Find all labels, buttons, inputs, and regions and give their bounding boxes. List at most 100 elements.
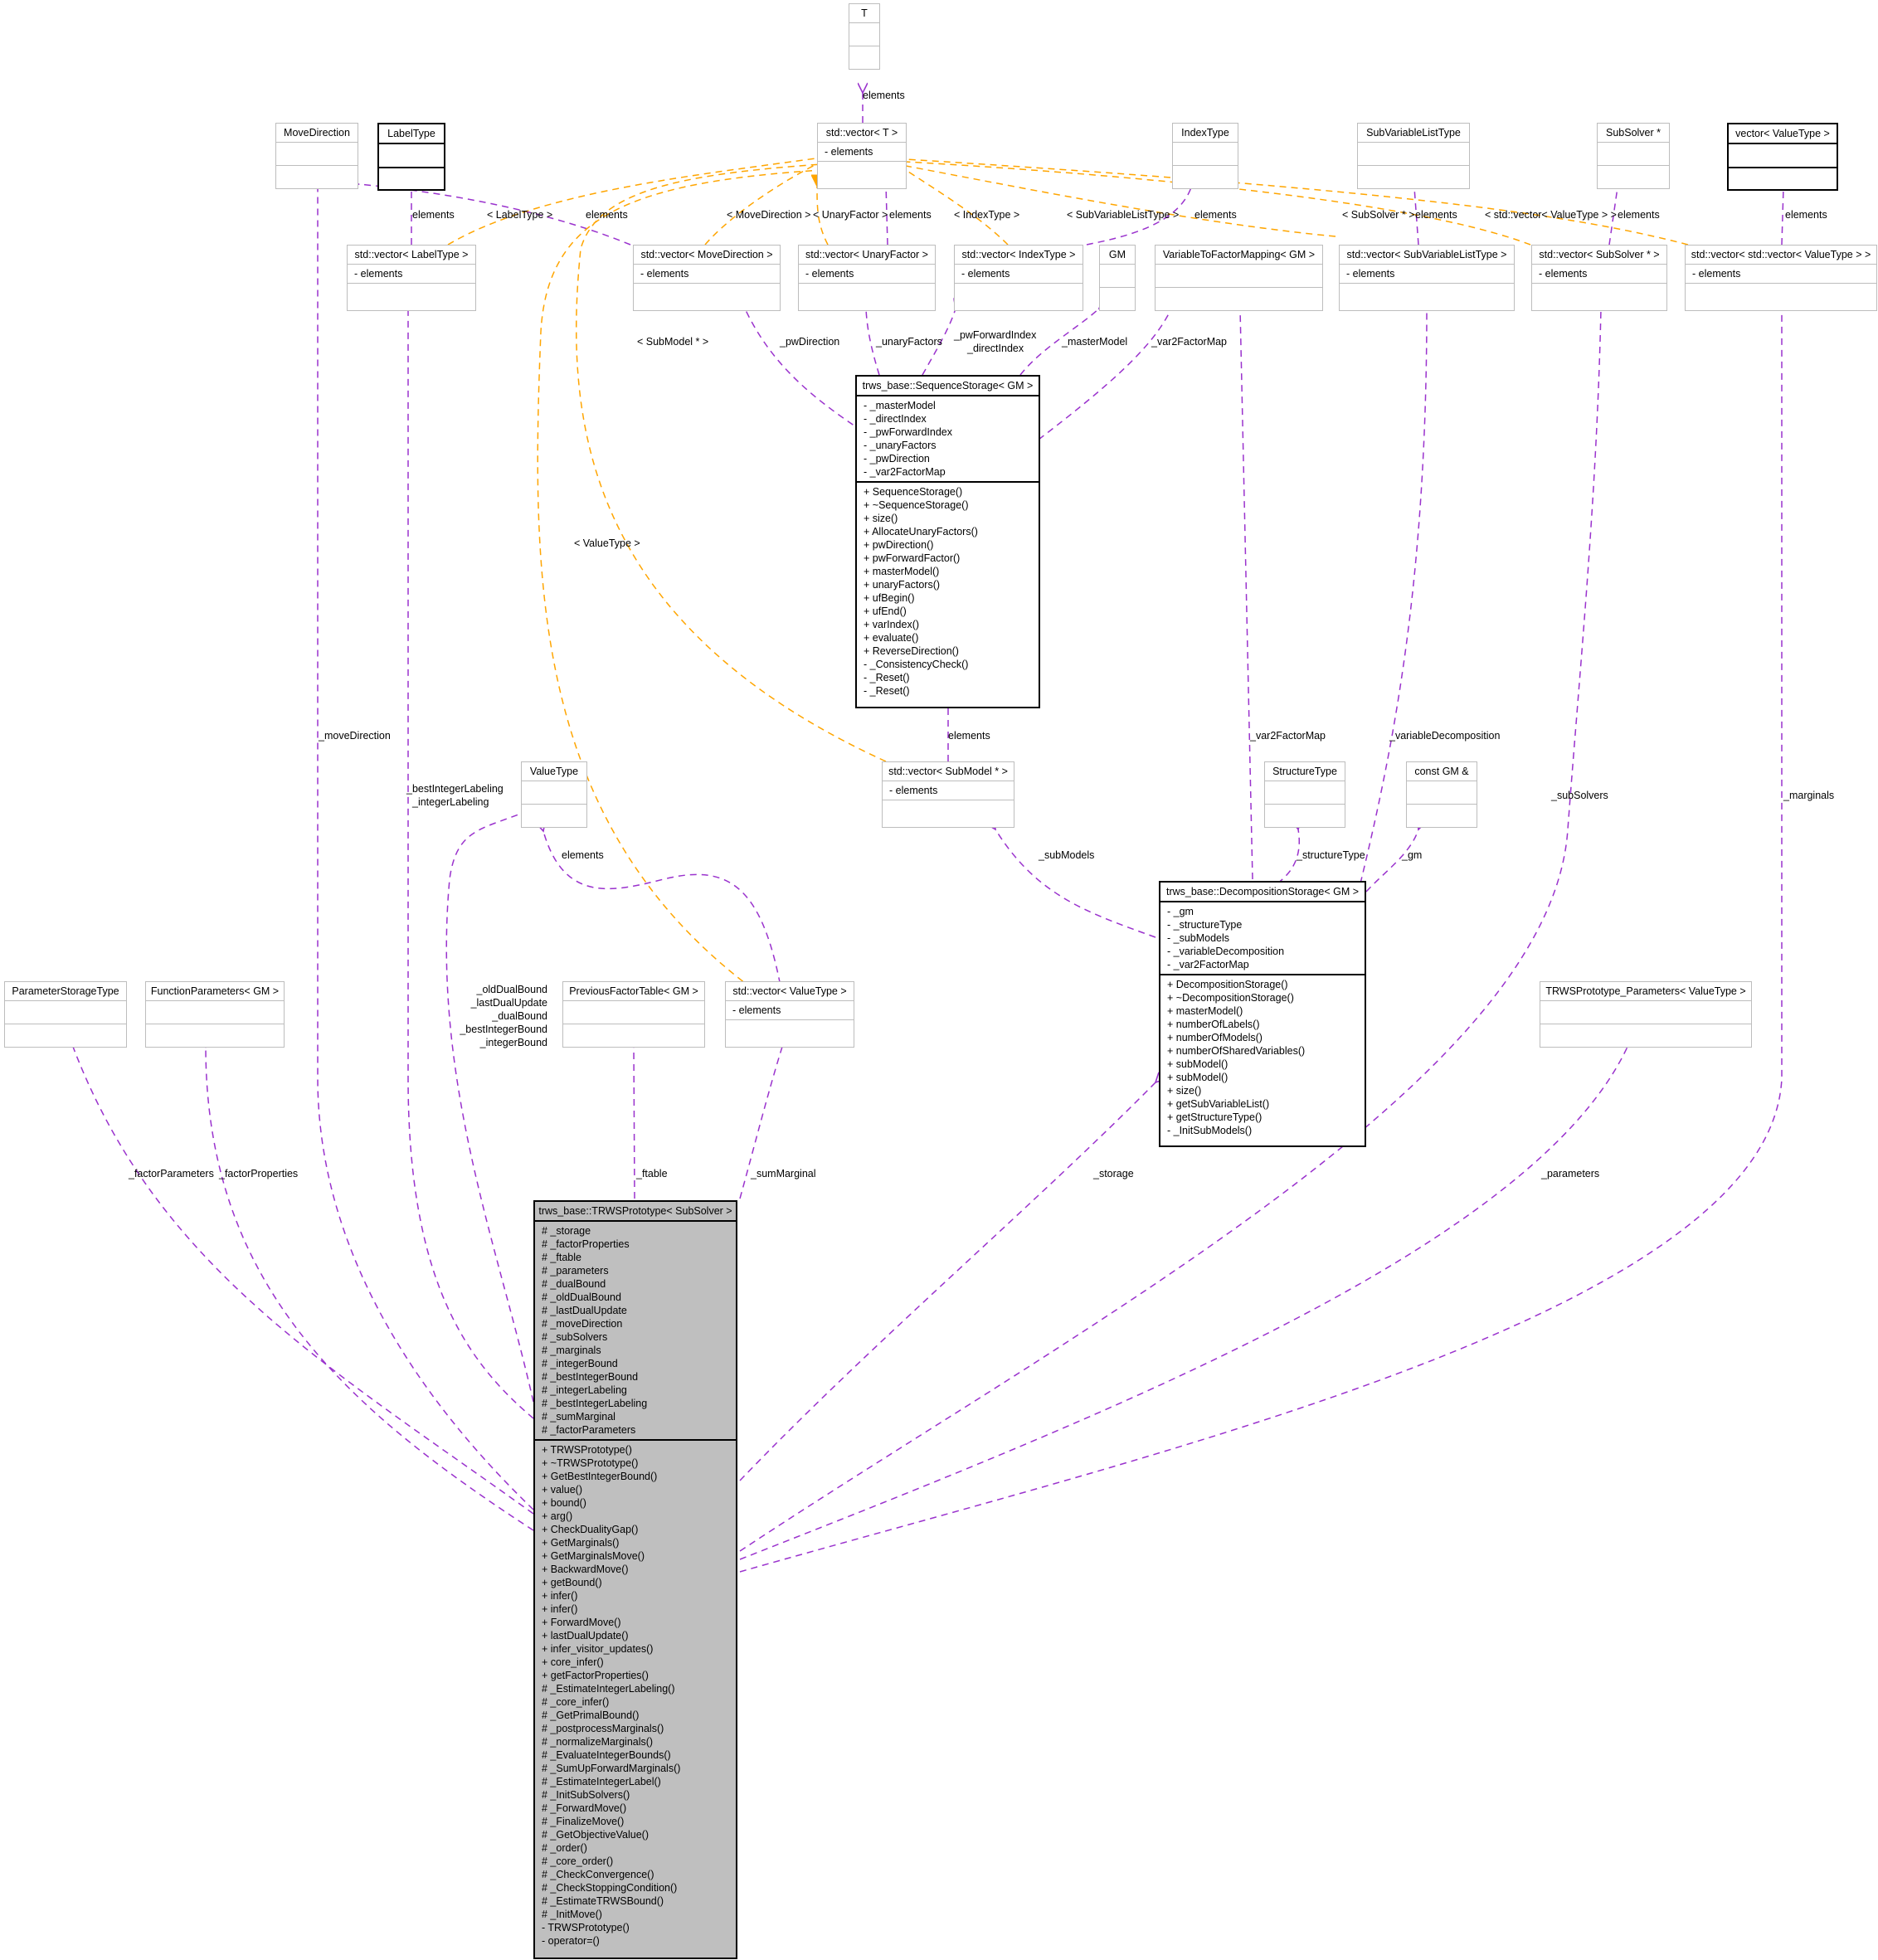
edge-pwDirection xyxy=(745,309,864,432)
edge-label: < SubModel * > xyxy=(637,336,709,348)
edge-label: elements xyxy=(1415,209,1457,221)
class-StructureType[interactable]: StructureType xyxy=(1264,761,1345,828)
class-const-GM-ref[interactable]: const GM & xyxy=(1406,761,1477,828)
class-std-vector-SubModel-ptr[interactable]: std::vector< SubModel * > - elements xyxy=(882,761,1014,828)
edge-label: < IndexType > xyxy=(954,209,1020,221)
edge-label: elements xyxy=(1618,209,1660,221)
edge-vectorValueType-elements xyxy=(1782,187,1783,246)
edge-tpl-MoveDirection xyxy=(704,162,821,246)
edge-tpl-LabelType xyxy=(447,158,821,246)
edge-label: _moveDirection xyxy=(319,730,391,742)
edge-SubVariableListType-elements xyxy=(1414,187,1418,246)
attribute-list: - _gm - _structureType - _subModels - _v… xyxy=(1160,901,1365,974)
class-TRWSPrototype-Parameters[interactable]: TRWSPrototype_Parameters< ValueType > xyxy=(1540,981,1752,1048)
class-PreviousFactorTable[interactable]: PreviousFactorTable< GM > xyxy=(562,981,705,1048)
class-std-vector-IndexType[interactable]: std::vector< IndexType > - elements xyxy=(954,245,1083,311)
edge-gm xyxy=(1365,829,1418,892)
edge-label: _unaryFactors xyxy=(876,336,942,348)
edge-label: elements xyxy=(948,730,990,742)
class-std-vector-SubSolver-ptr[interactable]: std::vector< SubSolver * > - elements xyxy=(1531,245,1667,311)
edge-label: elements xyxy=(1785,209,1827,221)
edge-storage xyxy=(739,1082,1156,1481)
edge-tpl-UnaryFactor xyxy=(817,187,829,246)
edge-label: _factorParameters xyxy=(129,1168,214,1179)
edge-pwForwardIndex xyxy=(922,309,956,376)
edge-factorParameters xyxy=(73,1047,534,1515)
edge-label: _var2FactorMap xyxy=(1151,336,1228,348)
edge-label: _structureType xyxy=(1297,849,1365,861)
edge-label: < LabelType > xyxy=(487,209,553,221)
edge-label: _sumMarginal xyxy=(751,1168,816,1179)
class-DecompositionStorage[interactable]: trws_base::DecompositionStorage< GM > - … xyxy=(1159,881,1366,1147)
edge-label: _factorProperties xyxy=(219,1168,299,1179)
class-SubSolver-ptr[interactable]: SubSolver * xyxy=(1597,123,1670,189)
edge-masterModel xyxy=(1019,309,1099,376)
edge-label: _subSolvers xyxy=(1551,790,1608,801)
class-ParameterStorageType[interactable]: ParameterStorageType xyxy=(4,981,127,1048)
edge-label: _pwDirection xyxy=(780,336,840,348)
class-vector-ValueType[interactable]: vector< ValueType > xyxy=(1727,123,1838,191)
edge-tpl-SubModel xyxy=(576,164,887,762)
class-SequenceStorage[interactable]: trws_base::SequenceStorage< GM > - _mast… xyxy=(855,375,1040,708)
edge-parameters xyxy=(739,1047,1627,1560)
class-std-vector-T[interactable]: std::vector< T > - elements xyxy=(817,123,907,189)
edge-label: elements xyxy=(412,209,455,221)
edge-label: < ValueType > xyxy=(574,537,640,549)
edge-subSolvers xyxy=(739,309,1601,1552)
class-MoveDirection[interactable]: MoveDirection xyxy=(275,123,358,189)
edge-tpl-SubSolver xyxy=(906,162,1531,246)
edge-IndexType-elements xyxy=(1086,187,1191,246)
class-IndexType[interactable]: IndexType xyxy=(1172,123,1238,189)
edge-tpl-ValueType xyxy=(537,170,821,996)
edge-label: < SubVariableListType > xyxy=(1067,209,1180,221)
edge-factorProperties xyxy=(206,1047,534,1531)
edge-label: _storage xyxy=(1093,1168,1134,1179)
class-std-vector-UnaryFactor[interactable]: std::vector< UnaryFactor > - elements xyxy=(798,245,936,311)
operation-list: + SequenceStorage() + ~SequenceStorage()… xyxy=(857,481,1039,700)
class-LabelType[interactable]: LabelType xyxy=(377,123,445,191)
edge-label: _integerLabeling xyxy=(412,796,489,808)
edge-tpl-IndexType xyxy=(906,170,1009,246)
class-TRWSPrototype[interactable]: trws_base::TRWSPrototype< SubSolver > # … xyxy=(533,1200,737,1959)
edge-variableDecomposition xyxy=(1360,309,1427,884)
class-VariableToFactorMapping[interactable]: VariableToFactorMapping< GM > xyxy=(1155,245,1323,311)
edge-label: < SubSolver * > xyxy=(1342,209,1415,221)
edge-label: _gm xyxy=(1402,849,1423,861)
class-std-vector-LabelType[interactable]: std::vector< LabelType > - elements xyxy=(347,245,476,311)
edge-tpl-vecValueType xyxy=(906,159,1689,246)
edge-label: < std::vector< ValueType > > xyxy=(1485,209,1617,221)
edge-label: _subModels xyxy=(1039,849,1095,861)
edge-moveDirection xyxy=(318,187,534,1510)
edge-label: _directIndex xyxy=(967,343,1024,354)
edge-label: _marginals xyxy=(1783,790,1835,801)
class-ValueType[interactable]: ValueType xyxy=(521,761,587,828)
edge-integerLabeling xyxy=(408,309,534,1419)
edge-label: elements xyxy=(562,849,604,861)
class-T[interactable]: T xyxy=(849,3,880,70)
edge-label: _variableDecomposition xyxy=(1389,730,1501,742)
edge-label: _masterModel xyxy=(1062,336,1128,348)
edge-sumMarginal xyxy=(739,1047,782,1199)
class-SubVariableListType[interactable]: SubVariableListType xyxy=(1357,123,1470,189)
edge-var2FactorMap-dec xyxy=(1240,309,1253,880)
edge-label: _var2FactorMap xyxy=(1250,730,1326,742)
class-std-vector-SubVariableListType[interactable]: std::vector< SubVariableListType > - ele… xyxy=(1339,245,1515,311)
edge-label-group: _oldDualBound _lastDualUpdate _dualBound… xyxy=(460,984,547,1048)
edge-label: _ftable xyxy=(636,1168,668,1179)
class-std-vector-ValueType[interactable]: std::vector< ValueType > - elements xyxy=(725,981,854,1048)
edge-var2FactorMap-seq xyxy=(1038,309,1171,440)
edge-label: elements xyxy=(1194,209,1237,221)
edge-label: < MoveDirection > xyxy=(727,209,811,221)
class-std-vector-vector-ValueType[interactable]: std::vector< std::vector< ValueType > > … xyxy=(1685,245,1877,311)
edge-label: _pwForwardIndex xyxy=(954,329,1037,341)
edge-UnaryFactor-elements xyxy=(886,184,888,246)
class-GM[interactable]: GM xyxy=(1099,245,1136,311)
edge-label: elements xyxy=(586,209,628,221)
class-std-vector-MoveDirection[interactable]: std::vector< MoveDirection > - elements xyxy=(633,245,781,311)
edge-subModels xyxy=(995,829,1156,938)
attribute-list: - _masterModel - _directIndex - _pwForwa… xyxy=(857,395,1039,481)
edge-marginals xyxy=(739,309,1782,1573)
class-FunctionParameters[interactable]: FunctionParameters< GM > xyxy=(145,981,285,1048)
